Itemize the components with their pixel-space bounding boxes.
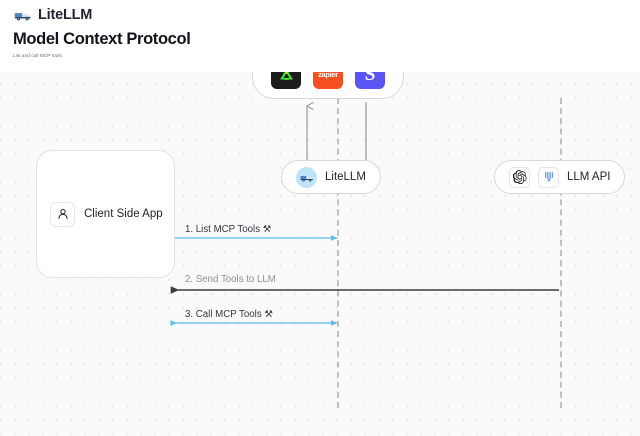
client-side-app-label: Client Side App	[84, 208, 163, 220]
stripe-tool-icon[interactable]: S	[355, 72, 385, 89]
message-1-text: List MCP Tools	[195, 224, 261, 235]
message-3-number: 3.	[185, 309, 194, 320]
litellm-node[interactable]: LiteLLM	[281, 160, 381, 194]
client-side-app-node[interactable]: Client Side App	[36, 150, 175, 278]
supabase-tool-icon[interactable]	[271, 72, 301, 89]
zapier-tool-icon[interactable]: zapier	[313, 72, 343, 89]
llm-api-node-label: LLM API	[567, 171, 611, 183]
litellm-node-label: LiteLLM	[325, 171, 366, 183]
brand-name: LiteLLM	[38, 7, 93, 23]
truck-icon	[296, 166, 317, 188]
person-icon	[50, 201, 75, 227]
lifeline-llm-api	[560, 98, 562, 408]
anthropic-icon	[538, 166, 559, 188]
message-3-text: Call MCP Tools	[195, 309, 262, 320]
openai-icon	[509, 166, 530, 188]
stripe-label: S	[364, 72, 376, 85]
message-label-1: 1. List MCP Tools ⚒	[185, 224, 271, 235]
zapier-label: zapier	[318, 72, 338, 79]
lifeline-litellm	[337, 98, 339, 408]
page-header: LiteLLM Model Context Protocol List and …	[0, 0, 640, 72]
llm-api-node[interactable]: LLM API	[494, 160, 626, 194]
message-label-3: 3. Call MCP Tools ⚒	[185, 309, 273, 320]
page-subtitle: List and call MCP tools	[13, 53, 62, 58]
truck-icon	[14, 8, 32, 22]
page-title: Model Context Protocol	[13, 30, 191, 48]
message-2-text: Send Tools to LLM	[195, 274, 276, 285]
message-label-2: 2. Send Tools to LLM	[185, 274, 276, 285]
brand[interactable]: LiteLLM	[14, 7, 92, 23]
diagram-canvas[interactable]: 1. List MCP Tools ⚒ 2. Send Tools to LLM…	[0, 72, 640, 436]
tools-icon: ⚒	[264, 309, 273, 320]
mcp-tools-group-box[interactable]: zapier S	[252, 72, 404, 99]
message-1-number: 1.	[185, 224, 194, 235]
tools-icon: ⚒	[262, 224, 272, 235]
message-2-number: 2.	[185, 274, 194, 285]
